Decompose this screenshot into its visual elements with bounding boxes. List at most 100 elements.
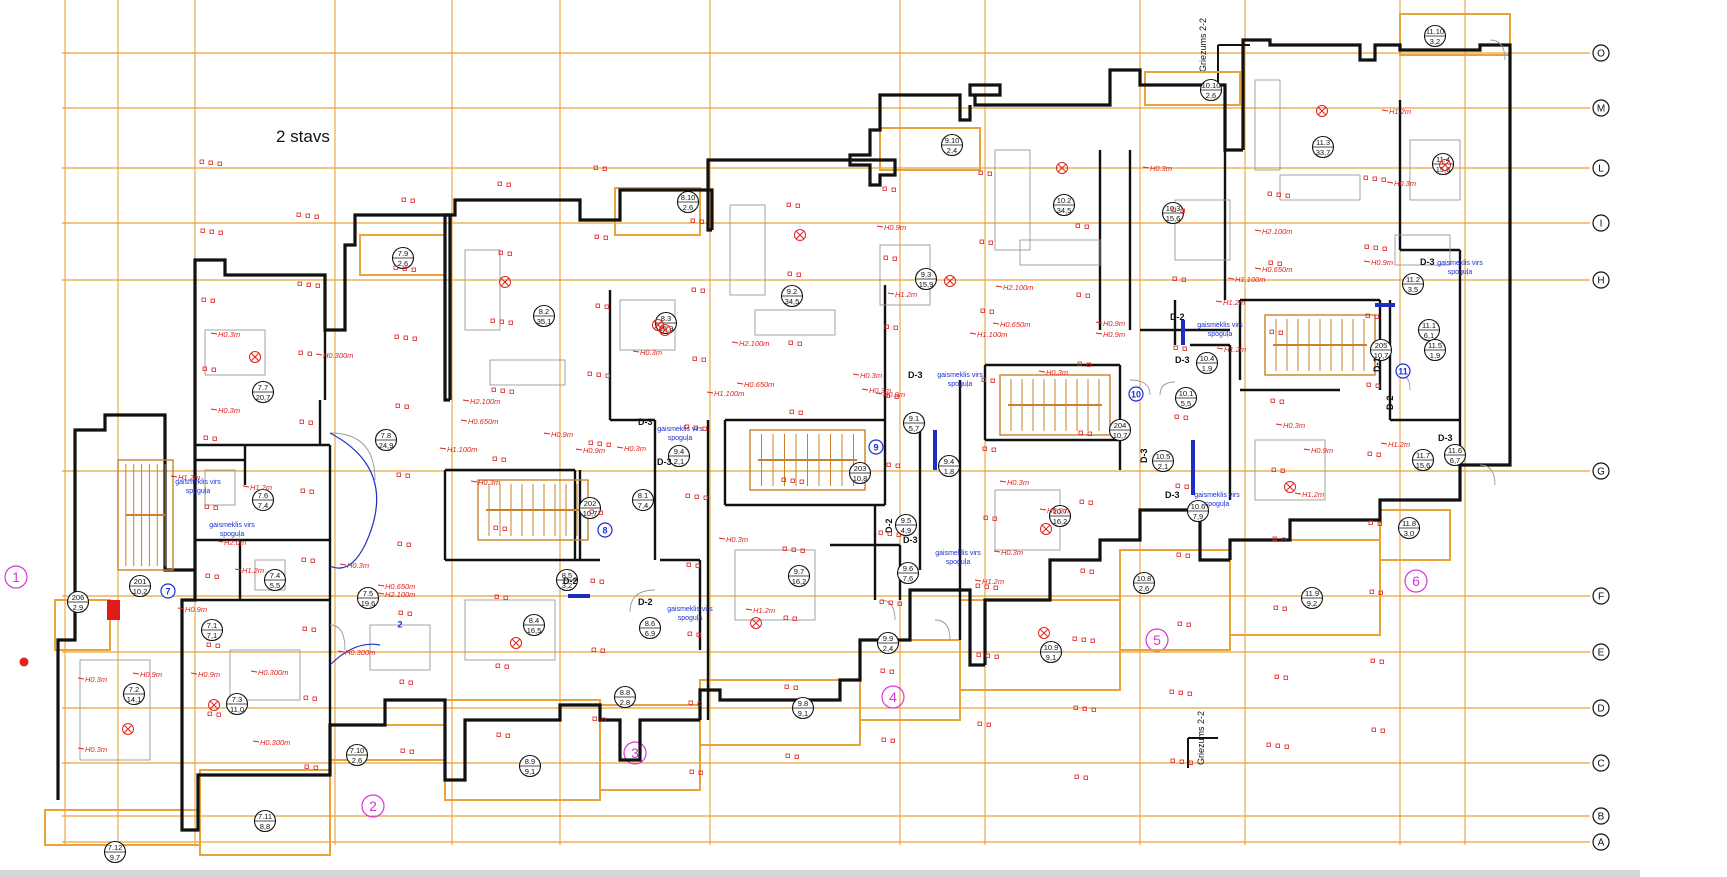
ceiling-light-icon [1439,159,1451,171]
axis-label-h: H [1597,276,1604,287]
height-note: H0.3m [1394,179,1416,188]
room-number: 10.2 [1057,196,1072,205]
room-tag-10-5: 10.52,1 [1151,449,1175,473]
ceiling-light-icon [1040,523,1052,535]
axis-label-g: G [1597,467,1605,478]
ceiling-light-icon [652,319,664,331]
room-number: 9.2 [787,287,797,296]
spot-light-icon [1088,500,1093,505]
ceiling-light-cross [500,277,510,287]
spot-light-icon [405,473,410,478]
axis-bubble [1592,643,1610,661]
leader-line [377,592,385,595]
room-area: 16,2 [792,577,807,586]
room-number: 11.2 [1406,275,1420,284]
leader-line [875,392,883,395]
spot-light-icon [1089,569,1094,574]
furniture-item [1394,234,1451,266]
spot-light-icon [209,229,214,234]
spot-light-icon [1084,224,1089,229]
leader-line [887,292,895,295]
spot-light-icon [1188,760,1193,765]
spot-light-icon [891,187,896,192]
spot-light-icon [1365,313,1370,318]
room-tag-11-7: 11.715,6 [1411,448,1435,472]
horizontal-scrollbar[interactable] [0,870,1640,877]
spot-light-icon [1074,774,1079,779]
spot-light-icon [606,442,611,447]
leader-line [861,388,869,391]
ceiling-light-ring [1056,162,1068,174]
spot-light-icon [410,198,415,203]
room-area: 2,1 [674,457,684,466]
leader-line [1303,448,1311,451]
height-note: H1.2m [1223,298,1245,307]
room-tag-9-4: 9.42,1 [667,444,691,468]
room-tag-9-1: 9.15,7 [902,411,926,435]
spot-light-icon [496,732,501,737]
spot-light-icon [989,309,994,314]
door-swing [329,624,346,651]
spot-light-icon [203,435,208,440]
spot-light-icon [312,696,317,701]
ceiling-light-cross [511,638,521,648]
room-number: 8.9 [525,757,535,766]
room-area: 1,9 [1430,351,1440,360]
spot-light-icon [686,562,691,567]
height-note: H0.3m [1283,421,1305,430]
room-area: 11,0 [230,705,244,714]
ceiling-light-cross [209,700,219,710]
room-number: 7.3 [232,695,242,704]
leader-line [1254,229,1262,232]
leader-line [1254,267,1262,270]
room-area: 9,2 [1307,599,1317,608]
room-number: 8.8 [620,688,630,697]
spot-light-icon [506,182,511,187]
room-number: 204 [1114,421,1127,430]
room-tag-10-1: 10.15,5 [1174,386,1198,410]
leader-line [77,677,85,680]
spot-light-icon [892,256,897,261]
height-note: H2.100m [1262,227,1292,236]
ceiling-light-icon [944,275,956,287]
ceiling-light-cross [751,618,761,628]
spot-light-icon [888,600,893,605]
spot-light-icon [1280,468,1285,473]
room-area: 2,6 [398,259,408,268]
spot-light-icon [603,235,608,240]
door-tags: D-2D-2D-3D-3D-2D-3D-3D-2D-3D-3D-3D-3D-1D… [563,257,1453,607]
leader-line [543,432,551,435]
spot-light-icon [980,308,985,313]
height-note: H0.3m [1001,548,1023,557]
spot-light-icon [1273,605,1278,610]
spot-light-icon [798,410,803,415]
height-note: H2.100m [739,339,769,348]
ceiling-light-cross [795,230,805,240]
leader-line [731,341,739,344]
spot-light-icon [210,298,215,303]
spot-light-icon [504,664,509,669]
note-line: spoguļa [1208,331,1233,338]
ceiling-light-ring [794,229,806,241]
spot-light-icon [1079,499,1084,504]
spot-light-icon [794,754,799,759]
room-number: 9.9 [883,634,893,643]
height-note: H0.9m [551,430,573,439]
spot-light-icon [1076,292,1081,297]
leader-line [736,382,744,385]
note-line: gaismeklis virs [209,522,255,529]
leader-line [177,607,185,610]
furniture-item [729,204,766,296]
furniture-item [1254,439,1326,501]
spot-light-icon [599,579,604,584]
room-tag-9-10: 9.102,4 [940,133,964,157]
room-area: 10,7 [1113,431,1128,440]
room-number: 9.5 [901,516,911,525]
ceiling-light-cross [1041,524,1051,534]
room-area: 20,7 [256,393,271,402]
axis-label-e: E [1598,648,1605,659]
spot-light-icon [1272,536,1277,541]
